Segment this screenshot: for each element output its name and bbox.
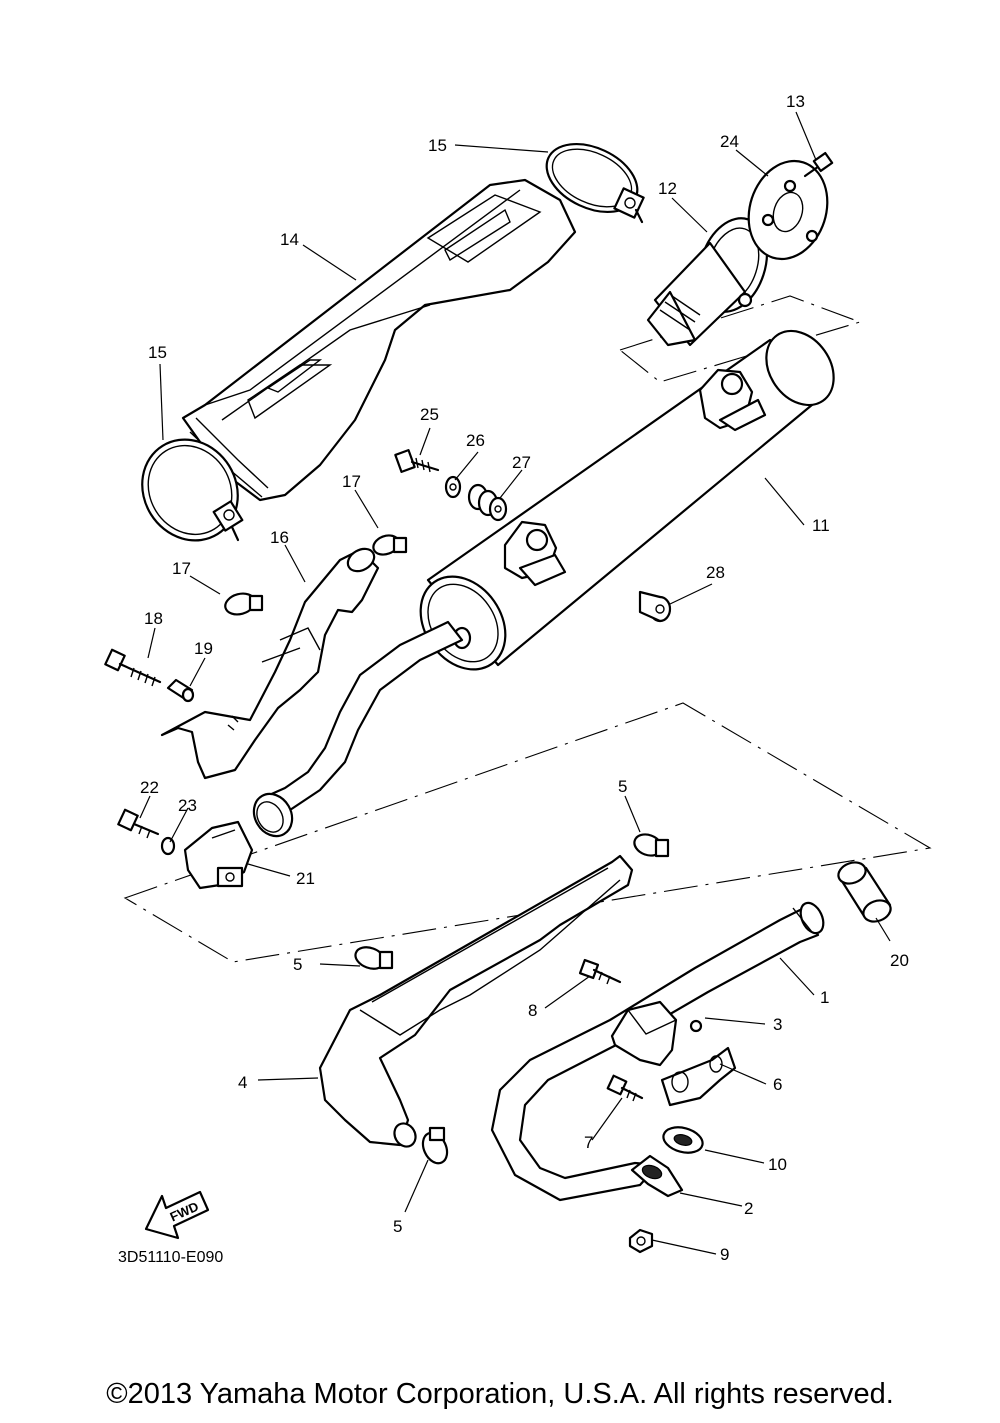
callout-16: 16	[270, 528, 289, 547]
flange-clamp-6	[660, 1046, 737, 1107]
bolt-25	[394, 449, 440, 473]
callout-15: 15	[428, 136, 447, 155]
callout-25: 25	[420, 405, 439, 424]
callout-7: 7	[584, 1133, 593, 1152]
callout-6: 6	[773, 1075, 782, 1094]
pipe-bracket	[610, 1000, 703, 1067]
callout-27: 27	[512, 453, 531, 472]
callout-3: 3	[773, 1015, 782, 1034]
callout-9: 9	[720, 1245, 729, 1264]
bolt-7	[606, 1074, 644, 1102]
callout-28: 28	[706, 563, 725, 582]
callout-17: 17	[172, 559, 191, 578]
muffler	[419, 329, 835, 671]
callout-10: 10	[768, 1155, 787, 1174]
band-clamp-front	[141, 438, 244, 542]
pipe-clamp-21	[183, 820, 254, 890]
callout-4: 4	[238, 1073, 247, 1092]
silencer-insert-group-outline	[618, 295, 862, 383]
washer-23	[160, 836, 176, 856]
callout-18: 18	[144, 609, 163, 628]
callout-21: 21	[296, 869, 315, 888]
sleeve-20	[837, 861, 892, 923]
fwd-arrow-icon: FWD	[144, 1190, 210, 1240]
callout-labels: 15 14 15 13 24 12 25 26 27 17 16 17 11 2…	[140, 92, 909, 1264]
end-cap	[747, 159, 829, 261]
gasket-10	[662, 1126, 704, 1154]
screw-end-cap	[803, 151, 834, 178]
callout-2: 2	[744, 1199, 753, 1218]
pipe-group-outline	[123, 702, 932, 963]
callout-13: 13	[786, 92, 805, 111]
callout-1: 1	[820, 988, 829, 1007]
callout-23: 23	[178, 796, 197, 815]
callout-19: 19	[194, 639, 213, 658]
copyright-notice: ©2013 Yamaha Motor Corporation, U.S.A. A…	[106, 1378, 894, 1410]
spark-arrestor	[646, 217, 768, 347]
leader-lines	[139, 111, 891, 1255]
callout-11: 11	[812, 516, 830, 535]
collar-19	[166, 678, 195, 703]
grommet-27	[467, 483, 508, 522]
diagram-code: 3D51110-E090	[118, 1249, 223, 1266]
exhaust-pipe	[490, 901, 825, 1202]
exhaust-pipe-middle	[252, 620, 464, 838]
clamp-5-lower	[421, 1126, 449, 1165]
bolt-22	[117, 808, 160, 839]
pipe-protector	[318, 854, 634, 1148]
washer-26	[444, 475, 462, 499]
callout-8: 8	[528, 1001, 537, 1020]
bolt-18	[104, 648, 162, 687]
band-clamp-rear	[545, 142, 645, 224]
nut-9	[628, 1228, 654, 1254]
callout-17: 17	[342, 472, 361, 491]
callout-15: 15	[148, 343, 167, 362]
callout-5: 5	[393, 1217, 402, 1236]
flange-gasket-2	[630, 1154, 684, 1198]
callout-22: 22	[140, 778, 159, 797]
hose-clamp-upper	[372, 534, 408, 556]
callout-12: 12	[658, 179, 677, 198]
joint-pipe	[160, 547, 380, 780]
callout-14: 14	[280, 230, 299, 249]
clamp-5-middle	[354, 946, 394, 970]
collar-28	[638, 590, 672, 623]
muffler-cover	[181, 178, 577, 502]
hose-clamp-lower	[224, 592, 264, 616]
callout-24: 24	[720, 132, 739, 151]
bolt-8	[578, 958, 622, 985]
callout-20: 20	[890, 951, 909, 970]
callout-5: 5	[293, 955, 302, 974]
callout-26: 26	[466, 431, 485, 450]
callout-5: 5	[618, 777, 627, 796]
clamp-5-upper	[633, 833, 670, 858]
